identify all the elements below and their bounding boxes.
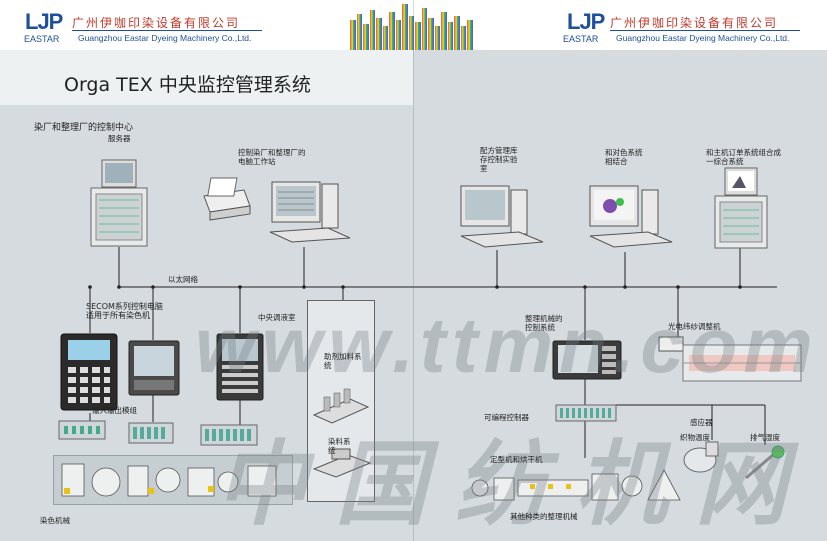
finishing-controller — [552, 340, 622, 380]
secom-controller-panel — [216, 333, 264, 401]
label-stenter: 定型机和烘干机 — [490, 455, 543, 464]
header-rule-right — [610, 30, 800, 31]
label-color-system: 和对色系统相结合 — [605, 148, 643, 166]
label-io-module: 输入输出模组 — [92, 406, 137, 415]
secom-controller-keypad — [60, 333, 118, 411]
label-host-order: 和主机订单系统组合成一综合系统 — [706, 148, 781, 166]
watermark-latin: www.ttmn.com — [195, 301, 819, 389]
label-control-center: 染厂和整理厂的控制中心 — [34, 123, 134, 133]
company-name-en-left: Guangzhou Eastar Dyeing Machinery Co.,Lt… — [78, 33, 252, 43]
fabric-guider-device — [658, 336, 802, 382]
logo-sub-left: EASTAR — [24, 34, 60, 44]
header-left — [0, 0, 413, 50]
plc-module — [555, 404, 617, 422]
label-server: 服务器 — [108, 134, 131, 143]
label-exhaust-humidity: 排气湿度 — [750, 433, 780, 442]
label-other-finishing: 其他种类的整理机械 — [510, 512, 578, 521]
finishing-machines-illustration — [471, 469, 681, 501]
dye-dispensing-unit — [312, 448, 372, 478]
title-band — [0, 50, 413, 105]
workstation-computer — [269, 181, 351, 243]
header-right — [414, 0, 827, 50]
auxiliary-dosing-unit — [312, 388, 370, 424]
printer — [203, 177, 251, 221]
fabric-temperature-sensor — [683, 441, 719, 473]
lab-computer — [460, 185, 544, 248]
io-module-2 — [128, 422, 174, 444]
label-workstation: 控制染厂和整理厂的电脑工作站 — [238, 148, 306, 166]
company-logo-right: LJP — [567, 9, 605, 34]
company-logo-left: LJP — [25, 9, 63, 34]
label-dyeing-machine: 染色机械 — [40, 516, 70, 525]
company-name-en-right: Guangzhou Eastar Dyeing Machinery Co.,Lt… — [616, 33, 790, 43]
label-secom: SECOM系列控制电脑适用于所有染色机 — [86, 302, 163, 320]
io-module-3 — [200, 424, 258, 446]
color-matching-computer — [589, 185, 673, 248]
company-name-cn-left: 广州伊咖印染设备有限公司 — [72, 16, 241, 30]
secom-controller-touch — [128, 340, 180, 396]
label-fabric-temp: 织物温度 — [680, 433, 710, 442]
io-module-1 — [58, 420, 106, 440]
label-finishing-ctrl: 整理机械的控制系统 — [525, 314, 563, 332]
label-auxiliary: 助剂加料系统 — [324, 352, 362, 370]
exhaust-humidity-sensor — [745, 445, 785, 480]
page-fold — [413, 50, 414, 541]
label-sensor: 感应器 — [690, 418, 713, 427]
host-server-cabinet — [714, 167, 768, 249]
label-dosing-room: 中央调液室 — [258, 313, 296, 322]
dyeing-machines-illustration — [61, 463, 277, 497]
label-lab: 配方管理库存控制实验室 — [480, 146, 518, 173]
label-fabric-guider: 光电纬纱调整机 — [668, 322, 721, 331]
page-title: Orga TEX 中央监控管理系统 — [64, 74, 311, 96]
label-plc: 可编程控制器 — [484, 413, 529, 422]
watermark-cn: 中国纺机网 — [215, 434, 816, 536]
label-dye-system: 染料系统 — [328, 437, 351, 455]
header-rule-left — [72, 30, 262, 31]
label-ethernet: 以太网络 — [168, 275, 198, 284]
logo-sub-right: EASTAR — [563, 34, 599, 44]
rainbow-skyline-graphic — [350, 4, 473, 50]
server-cabinet — [90, 159, 148, 247]
company-name-cn-right: 广州伊咖印染设备有限公司 — [610, 16, 779, 30]
